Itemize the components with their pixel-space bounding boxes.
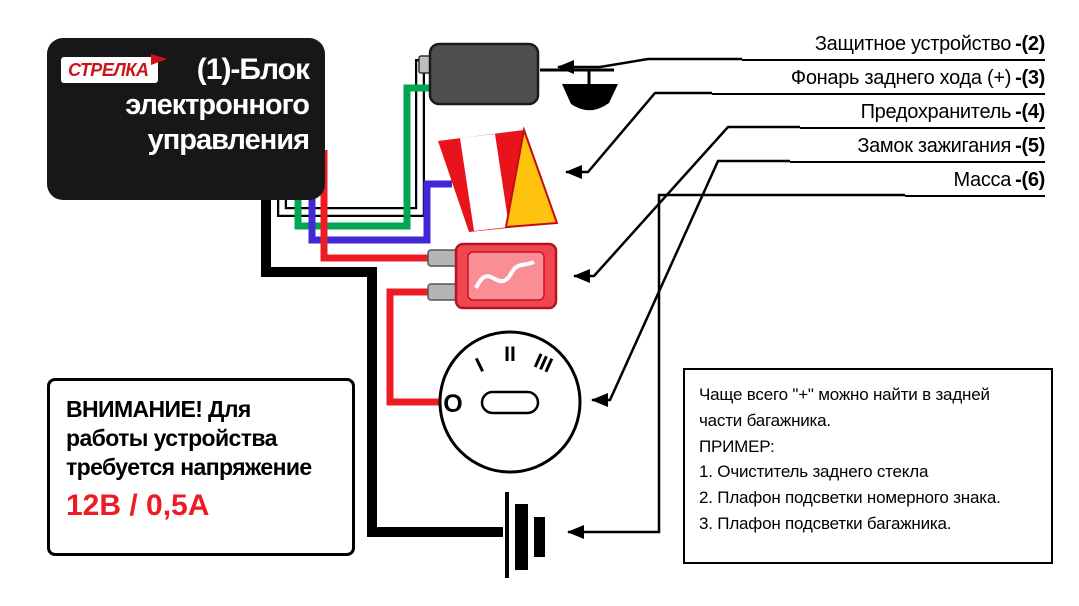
callout-protective-device: Защитное устройство-(2) [742, 32, 1045, 61]
warning-line-3: требуется напряжение [66, 454, 312, 481]
info-box: Чаще всего "+" можно найти в задней част… [683, 368, 1053, 564]
callout-fuse-label: Предохранитель [860, 101, 1012, 123]
brand-logo: СТРЕЛКА [61, 54, 168, 83]
lamp-white-stripe [460, 134, 509, 231]
callout-reverse-lamp-ref: -(3) [1015, 67, 1045, 89]
info-line-4: 1. Очиститель заднего стекла [699, 462, 929, 482]
wire-blue [308, 150, 452, 244]
warning-box: ВНИМАНИЕ! Для работы устройства требуетс… [47, 378, 355, 556]
brand-logo-text: СТРЕЛКА [68, 60, 149, 80]
callout-protective-device-label: Защитное устройство [814, 33, 1012, 55]
info-line-3: ПРИМЕР: [699, 436, 775, 456]
ignition-position-2: II [504, 343, 516, 366]
ecu-title-line-3: управления [147, 123, 310, 156]
info-line-2: части багажника. [699, 410, 831, 430]
callout-reverse-lamp: Фонарь заднего хода (+)-(3) [712, 66, 1045, 95]
ignition-key-slot [480, 390, 540, 415]
control-unit-body [428, 42, 540, 106]
callout-ignition-lock-ref: -(5) [1015, 135, 1045, 157]
warning-line-1: ВНИМАНИЕ! Для [66, 396, 251, 422]
callout-protective-device-ref: -(2) [1015, 33, 1045, 55]
wire-green [294, 84, 432, 230]
warning-line-2: работы устройства [66, 425, 277, 452]
ground-bar-mid [515, 504, 528, 570]
callout-ground-ref: -(6) [1015, 169, 1045, 191]
fuse-icon [427, 242, 558, 310]
info-line-5: 2. Плафон подсветки номерного знака. [699, 488, 1001, 508]
ignition-position-0: O [443, 390, 462, 418]
fuse-window [467, 251, 545, 301]
ecu-title-line-2: электронного [125, 89, 310, 121]
callout-reverse-lamp-label: Фонарь заднего хода (+) [790, 67, 1012, 89]
leader-line-5 [591, 159, 790, 407]
warning-voltage-value: 12В / 0,5А [66, 488, 210, 522]
info-line-6: 3. Плафон подсветки багажника. [699, 514, 952, 534]
info-line-1: Чаще всего "+" можно найти в задней [699, 385, 990, 404]
horn-bell [562, 84, 618, 111]
horn-icon [540, 68, 618, 111]
callout-ground-label: Масса [953, 169, 1012, 191]
ground-symbol-icon [505, 492, 545, 578]
ecu-title-box: СТРЕЛКА (1)-Блок электронного управления [47, 38, 325, 200]
ground-bar-short [534, 517, 545, 557]
wire-red-to-ignition [386, 288, 443, 406]
reverse-lamp-icon [438, 126, 559, 232]
leader-line-3 [565, 91, 712, 179]
arrow-icon [151, 54, 168, 65]
control-unit-icon [418, 42, 540, 106]
ignition-switch-icon: O I II III [438, 330, 582, 474]
wire-black-ground [261, 150, 503, 537]
callout-ground: Масса-(6) [905, 168, 1045, 197]
ecu-title-line-1: (1)-Блок [196, 53, 310, 86]
fuse-element [474, 260, 535, 289]
callout-ignition-lock: Замок зажигания-(5) [790, 134, 1045, 163]
callout-fuse: Предохранитель-(4) [800, 100, 1045, 129]
lamp-yellow-lens [504, 126, 559, 229]
leader-line-6 [567, 193, 905, 539]
leader-line-4 [573, 125, 800, 283]
callout-ignition-lock-label: Замок зажигания [857, 135, 1012, 157]
leader-line-2 [557, 57, 742, 74]
callout-fuse-ref: -(4) [1015, 101, 1045, 123]
